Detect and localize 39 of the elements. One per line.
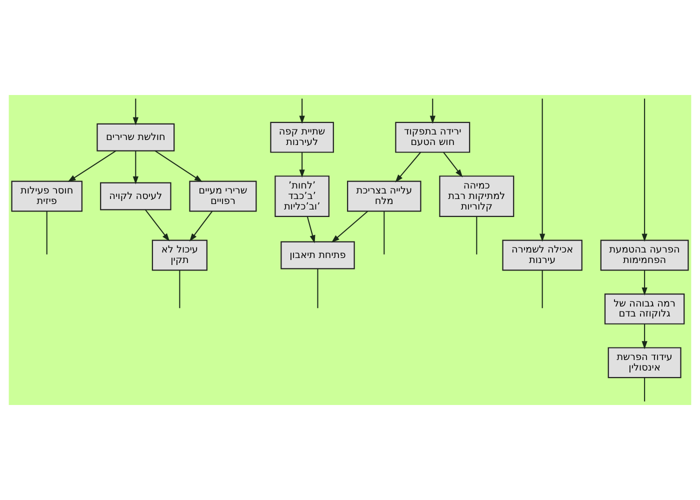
arrow xyxy=(145,209,170,242)
connector xyxy=(179,270,180,308)
node-box: עיכול לא תקין xyxy=(152,240,208,271)
arrow xyxy=(306,216,316,244)
arrow xyxy=(68,150,116,182)
node-box: עידוד הפרשת אינסולין xyxy=(608,347,682,378)
arrow xyxy=(430,98,436,124)
connector xyxy=(46,211,48,254)
node-box: אכילה לשמירה עירנות xyxy=(502,240,582,271)
node-box: עלייה בצריכת מלח xyxy=(347,180,422,212)
connector xyxy=(644,378,646,402)
connector xyxy=(542,270,543,308)
arrow xyxy=(395,152,422,182)
connector xyxy=(384,211,385,254)
arrow xyxy=(331,210,368,243)
node-box: חולשת שרירים xyxy=(96,123,175,152)
node-box: פתיחת תיאבון xyxy=(280,241,355,270)
node-box: כמיהה למתיקות רבת קלוריות xyxy=(439,176,514,217)
arrow xyxy=(132,150,138,184)
node-box: שתיית קפה לעירנות xyxy=(270,122,334,153)
arrow xyxy=(189,210,213,242)
connector xyxy=(317,268,318,308)
arrow xyxy=(132,98,138,126)
arrow xyxy=(642,98,648,242)
arrow xyxy=(642,270,648,296)
arrow xyxy=(299,98,305,124)
arrow xyxy=(443,152,463,178)
node-box: לעיסה לקויה xyxy=(100,182,172,210)
node-box: הפרעה בהטמעת הפחמימות xyxy=(600,240,689,271)
node-box: ירידה בתפקוד חוש הטעם xyxy=(395,122,470,153)
node-box: שרירי מעיים רפויים xyxy=(189,180,257,212)
arrow xyxy=(299,152,305,178)
arrow xyxy=(540,98,546,242)
arrow xyxy=(642,324,648,350)
connector xyxy=(476,216,478,254)
node-box: ’לחות’ ב’כבד’ וב’כליות’ xyxy=(274,176,330,217)
arrow xyxy=(154,150,202,182)
node-box: חוסר פעילות פיזית xyxy=(11,180,82,212)
node-box: רמה גבוהה של גלוקוזה בדם xyxy=(604,293,685,324)
